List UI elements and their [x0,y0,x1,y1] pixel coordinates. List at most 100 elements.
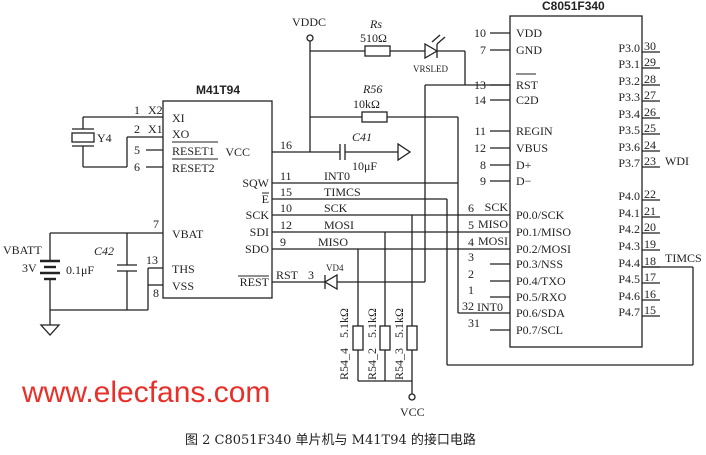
pin-name: P4.3 [618,239,640,253]
pin-name: P4.4 [618,256,640,270]
pin-name: RST [516,78,539,92]
net-label: RST [276,268,299,282]
pin-name: P4.7 [618,305,640,319]
rs-value: 510Ω [360,31,387,45]
pin-name: P0.2/MOSI [516,242,571,256]
pin-name: P3.0 [618,41,640,55]
pin-number: 15 [280,185,292,199]
pin-number: 9 [280,235,286,249]
pin-name: XO [172,127,190,141]
pin-name: THS [172,262,195,276]
m41t94-title: M41T94 [196,83,240,97]
c8051-pin-P3-4: P3.4 26 [618,105,660,121]
pin-name: P3.1 [618,57,640,71]
pin-number: 7 [153,217,159,231]
pin-name: VDD [516,26,542,40]
pin-number: 6 [468,201,474,215]
pin-name: P3.4 [618,107,640,121]
pin-name: REST [240,275,270,289]
pin-name: RESET1 [172,144,215,158]
pin-number: 27 [644,88,656,102]
pin-name: E [262,192,269,206]
pin-name: SDI [250,225,269,239]
pin-name: P4.1 [618,206,640,220]
pin-name: P0.6/SDA [516,306,565,320]
pin-number: 21 [644,204,656,218]
pin-number: 16 [280,138,292,152]
vddc-label: VDDC [292,15,326,29]
pin-name: P0.4/TXO [516,274,566,288]
pin-number: 15 [644,303,656,317]
pin-name: D− [516,174,532,188]
pullup-2-ref: R54_2 [365,348,379,380]
pin-number: 26 [644,105,656,119]
c8051-pin-P4-5: P4.5 17 [618,270,660,286]
pin-number: 10 [474,26,486,40]
net-label: MOSI [478,234,508,248]
led-label: VRSLED [413,64,449,74]
rs-ref: Rs [369,17,382,31]
net-label: TIMCS [324,185,361,199]
r56-ref: R56 [362,82,382,96]
pullup-1-value: 5.1kΩ [337,308,351,338]
net-label: MOSI [324,218,354,232]
pin-number: 1 [134,103,140,117]
net-label: WDI [665,154,689,168]
pin-number: 10 [280,201,292,215]
battery-value: 3V [22,261,37,275]
component-labels: VDDC Rs 510Ω VRSLED R56 10kΩ C41 10μF IN… [3,15,449,419]
pin-number: 30 [644,39,656,53]
pin-name: P0.7/SCL [516,323,563,337]
pin-number: 28 [644,72,656,86]
pin-number: 5 [468,218,474,232]
pin-name: D+ [516,158,532,172]
pullup-1-ref: R54_4 [337,348,351,380]
pin-number: 2 [134,122,140,136]
pin-number: 3 [468,250,474,264]
wires [39,34,694,401]
pin-name: P4.0 [618,189,640,203]
pin-name: P0.1/MISO [516,225,571,239]
pin-name: SDO [245,242,269,256]
c42-value: 0.1μF [66,263,94,277]
pin-number: 1 [468,283,474,297]
c8051-pin-P3-1: P3.1 29 [618,55,660,71]
net-label: MISO [318,235,348,249]
crystal-label: Y4 [97,131,112,145]
pin-name: P4.6 [618,289,640,303]
pin-number: 24 [644,138,656,152]
battery-ref: VBATT [3,243,42,257]
watermark: www.elecfans.com [21,376,270,409]
c8051-title: C8051F340 [542,0,605,13]
pin-number: 12 [280,218,292,232]
pin-number: 20 [644,220,656,234]
pullup-3-value: 5.1kΩ [392,308,406,338]
pin-number: 17 [644,270,656,284]
pin-number: 18 [644,254,656,268]
pin-number: 11 [474,124,486,138]
pin-name: GND [516,43,542,57]
pin-number: 29 [644,55,656,69]
pin-number: 13 [146,253,158,267]
pin-name: P4.5 [618,272,640,286]
net-label: SCK [324,201,348,215]
pin-name: VSS [172,279,194,293]
pin-name: VCC [225,145,250,159]
